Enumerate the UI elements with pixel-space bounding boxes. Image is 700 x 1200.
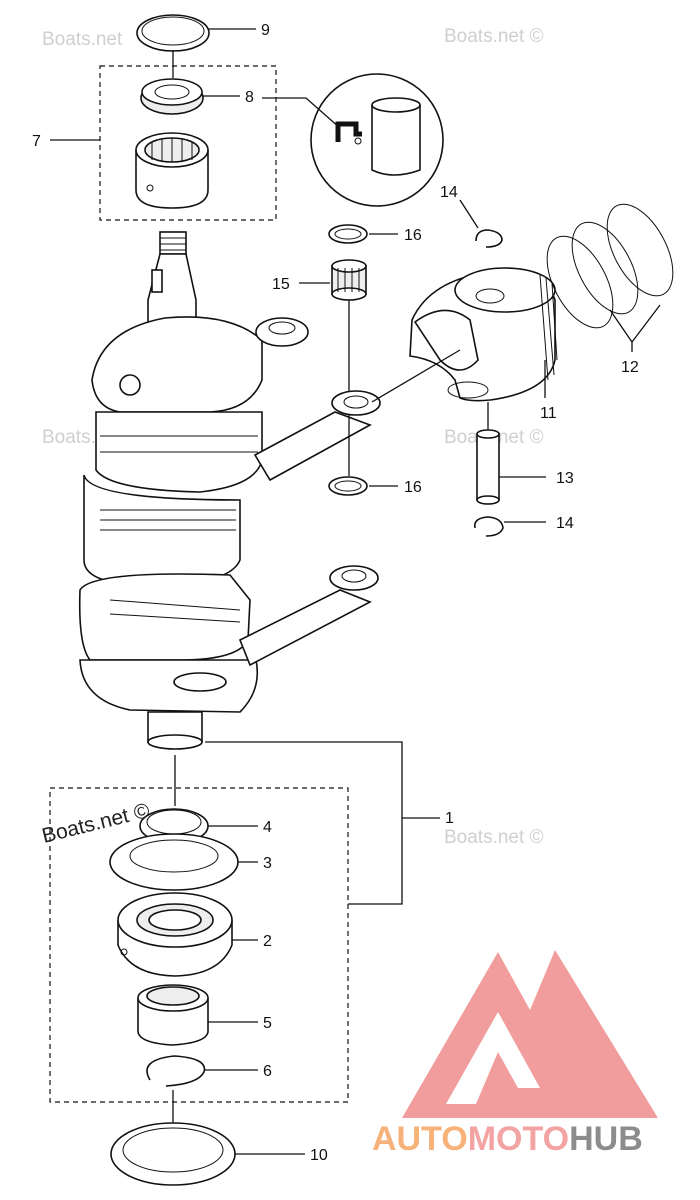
piston-11 [409, 267, 558, 402]
o-ring-9 [136, 14, 210, 52]
piston-pin-13 [476, 429, 500, 505]
assembly-box-bottom [49, 787, 349, 1103]
brand-text: AUTOMOTOHUB [372, 1120, 643, 1158]
callout-5: 5 [263, 1015, 272, 1032]
brand-hub: HUB [569, 1120, 643, 1158]
callout-14: 14 [440, 184, 458, 201]
callout-6: 6 [263, 1063, 272, 1080]
needle-bearing-15 [331, 259, 367, 301]
brand-moto: MOTO [468, 1120, 569, 1158]
washer-3 [109, 833, 239, 891]
callout-4: 4 [263, 819, 272, 836]
piston-rings-12 [546, 203, 674, 329]
callout-12: 12 [621, 359, 639, 376]
washer-16-top [328, 224, 368, 244]
callout-3: 3 [263, 855, 272, 872]
automotohub-logo [402, 950, 658, 1118]
callout-16: 16 [404, 479, 422, 496]
callout-16: 16 [404, 227, 422, 244]
callout-11: 11 [540, 405, 557, 422]
brand-auto: AUTO [372, 1120, 468, 1158]
callout-10: 10 [310, 1147, 328, 1164]
crankshaft [78, 231, 309, 750]
connecting-rod-lower [238, 565, 379, 667]
callout-7: 7 [32, 133, 41, 150]
callout-15: 15 [272, 276, 290, 293]
oil-seal-8 [140, 78, 204, 115]
connecting-rod-upper [253, 390, 381, 482]
callout-1: 1 [445, 810, 454, 827]
grease-detail-circle [310, 73, 444, 207]
callout-13: 13 [556, 470, 574, 487]
callout-2: 2 [263, 933, 272, 950]
bearing-5 [137, 984, 209, 1046]
circlip-14-top [475, 229, 503, 248]
circlip-6 [146, 1055, 206, 1087]
callout-8: 8 [245, 89, 254, 106]
watermark: Boats.net © [444, 26, 544, 47]
circlip-14-bottom [473, 516, 504, 537]
bearing-housing [135, 132, 209, 209]
callout-14: 14 [556, 515, 574, 532]
washer-16-bottom [328, 476, 368, 496]
watermark: Boats.net © [444, 827, 544, 848]
ball-bearing-2 [117, 892, 233, 977]
callout-9: 9 [261, 22, 270, 39]
bracket-1 [205, 741, 403, 905]
watermark: Boats.net [42, 29, 123, 50]
assembly-box-7 [99, 65, 277, 221]
washer-10 [110, 1122, 236, 1186]
